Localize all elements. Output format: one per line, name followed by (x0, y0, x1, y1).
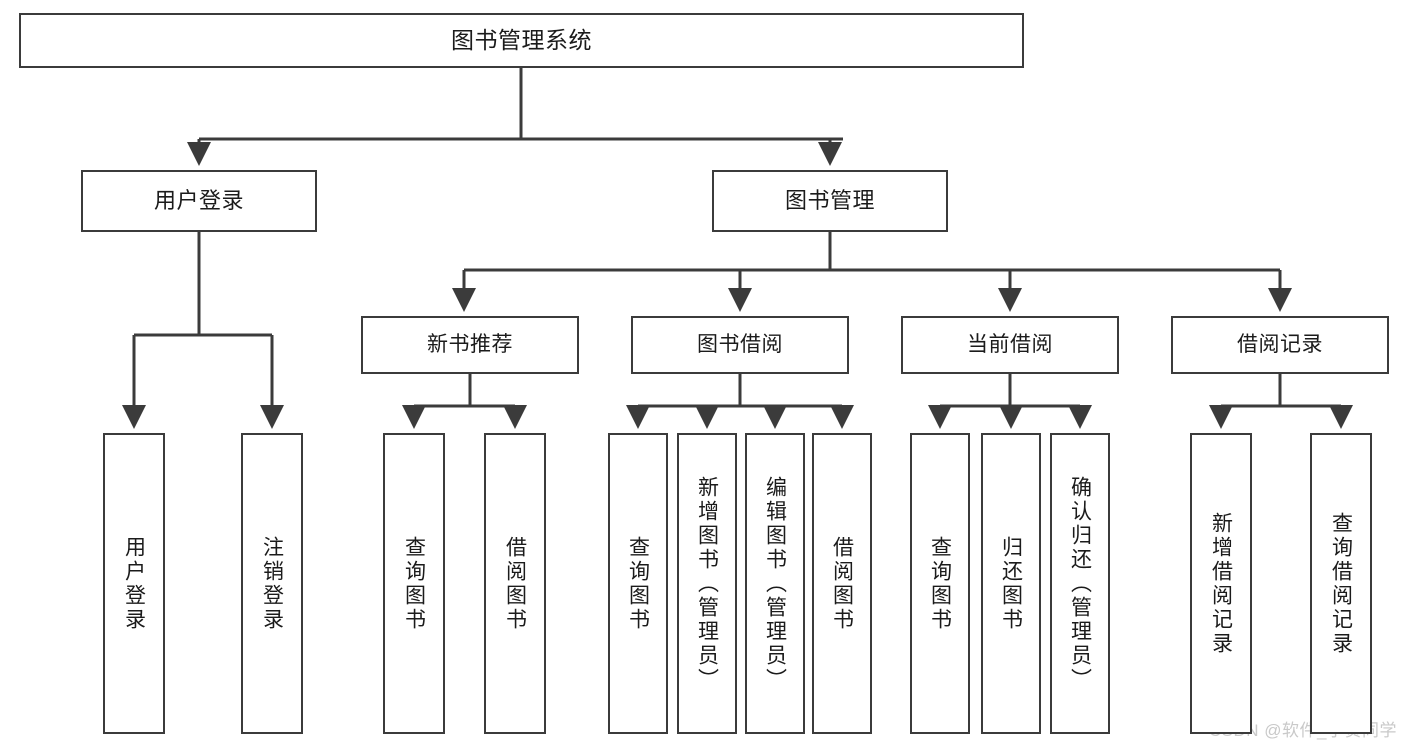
leaf-node[interactable]: 新增图书（管理员） (677, 433, 737, 734)
leaf-node[interactable]: 查询图书 (608, 433, 668, 734)
node-current-borrow[interactable]: 当前借阅 (901, 316, 1119, 374)
node-new-book-recommend[interactable]: 新书推荐 (361, 316, 579, 374)
leaf-node-label: 确认归还（管理员） (1068, 475, 1092, 692)
leaf-node-label: 查询图书 (402, 535, 426, 632)
leaf-node-label: 归还图书 (999, 535, 1023, 632)
leaf-node[interactable]: 新增借阅记录 (1190, 433, 1252, 734)
leaf-node-label: 借阅图书 (830, 535, 854, 632)
node-book-management-label: 图书管理 (784, 188, 875, 214)
node-book-management[interactable]: 图书管理 (712, 170, 948, 232)
leaf-node[interactable]: 注销登录 (241, 433, 303, 734)
leaf-node-label: 借阅图书 (503, 535, 527, 632)
node-current-borrow-label: 当前借阅 (967, 332, 1053, 356)
leaf-node[interactable]: 查询图书 (910, 433, 970, 734)
leaf-node-label: 用户登录 (122, 535, 146, 632)
leaf-node-label: 新增图书（管理员） (695, 475, 719, 692)
leaf-node[interactable]: 借阅图书 (484, 433, 546, 734)
leaf-node[interactable]: 用户登录 (103, 433, 165, 734)
leaf-node-label: 查询图书 (928, 535, 952, 632)
leaf-node[interactable]: 归还图书 (981, 433, 1041, 734)
node-root-label: 图书管理系统 (451, 26, 592, 53)
leaf-node[interactable]: 编辑图书（管理员） (745, 433, 805, 734)
leaf-node-label: 编辑图书（管理员） (763, 475, 787, 692)
node-root[interactable]: 图书管理系统 (19, 13, 1024, 68)
node-new-book-recommend-label: 新书推荐 (427, 332, 513, 356)
node-book-borrow-label: 图书借阅 (697, 332, 783, 356)
leaf-node-label: 查询图书 (626, 535, 650, 632)
leaf-node[interactable]: 查询借阅记录 (1310, 433, 1372, 734)
leaf-node-label: 注销登录 (260, 535, 284, 632)
leaf-node[interactable]: 借阅图书 (812, 433, 872, 734)
leaf-node[interactable]: 确认归还（管理员） (1050, 433, 1110, 734)
leaf-node-label: 新增借阅记录 (1209, 511, 1233, 656)
node-book-borrow[interactable]: 图书借阅 (631, 316, 849, 374)
node-borrow-record-label: 借阅记录 (1237, 332, 1323, 356)
leaf-node[interactable]: 查询图书 (383, 433, 445, 734)
node-borrow-record[interactable]: 借阅记录 (1171, 316, 1389, 374)
leaf-node-label: 查询借阅记录 (1329, 511, 1353, 656)
node-user-login-label: 用户登录 (153, 188, 244, 214)
node-user-login[interactable]: 用户登录 (81, 170, 317, 232)
